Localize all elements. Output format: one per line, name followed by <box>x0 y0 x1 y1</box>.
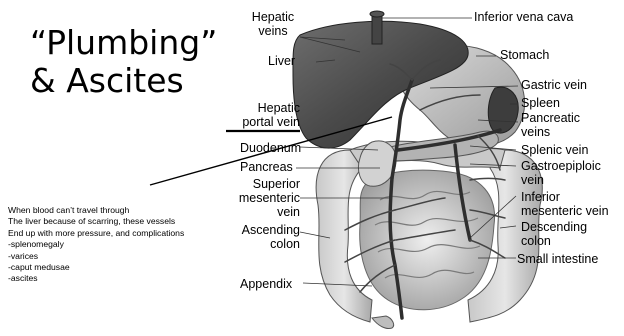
inferior-vena-cava-shape <box>372 14 382 44</box>
label-hepatic-veins: Hepatic veins <box>242 10 304 38</box>
label-descending-colon-line1: Descending <box>521 220 587 234</box>
label-hepatic-portal-vein-line2: portal vein <box>222 115 300 129</box>
label-inferior-vena-cava: Inferior vena cava <box>474 10 573 24</box>
label-descending-colon-line2: colon <box>521 234 587 248</box>
label-inferior-mesenteric-vein: Inferior mesenteric vein <box>521 190 609 218</box>
label-pancreatic-veins: Pancreatic veins <box>521 111 580 139</box>
label-superior-mesenteric-vein: Superior mesenteric vein <box>228 177 300 219</box>
label-gastroepiploic-vein-line1: Gastroepiploic <box>521 159 601 173</box>
label-ascending-colon-line2: colon <box>224 237 300 251</box>
label-stomach: Stomach <box>500 48 549 62</box>
label-liver: Liver <box>268 54 295 68</box>
label-ascending-colon-line1: Ascending <box>224 223 300 237</box>
label-spleen: Spleen <box>521 96 560 110</box>
label-gastroepiploic-vein: Gastroepiploic vein <box>521 159 601 187</box>
label-ascending-colon: Ascending colon <box>224 223 300 251</box>
label-duodenum: Duodenum <box>240 141 301 155</box>
label-superior-mesenteric-line1: Superior <box>228 177 300 191</box>
label-hepatic-portal-vein-line1: Hepatic <box>222 101 300 115</box>
small-intestine-shape <box>360 170 495 310</box>
label-superior-mesenteric-line2: mesenteric <box>228 191 300 205</box>
label-small-intestine: Small intestine <box>517 252 598 266</box>
appendix-shape <box>372 316 394 329</box>
label-hepatic-portal-vein: Hepatic portal vein <box>222 101 300 129</box>
label-descending-colon: Descending colon <box>521 220 587 248</box>
label-superior-mesenteric-line3: vein <box>228 205 300 219</box>
label-pancreatic-veins-line1: Pancreatic <box>521 111 580 125</box>
label-pancreas: Pancreas <box>240 160 293 174</box>
label-inferior-mesenteric-line1: Inferior <box>521 190 609 204</box>
label-hepatic-veins-line1: Hepatic <box>242 10 304 24</box>
label-splenic-vein: Splenic vein <box>521 143 588 157</box>
label-hepatic-veins-line2: veins <box>242 24 304 38</box>
label-gastric-vein: Gastric vein <box>521 78 587 92</box>
label-pancreatic-veins-line2: veins <box>521 125 580 139</box>
label-gastroepiploic-vein-line2: vein <box>521 173 601 187</box>
label-appendix: Appendix <box>240 277 292 291</box>
label-inferior-mesenteric-line2: mesenteric vein <box>521 204 609 218</box>
